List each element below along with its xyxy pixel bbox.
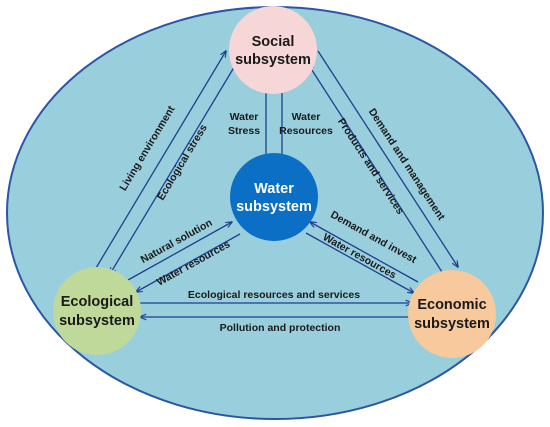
node-ecological-label-line1: Ecological xyxy=(61,294,134,310)
label-ecological-resources-and-services: Ecological resources and services xyxy=(188,289,360,301)
node-water-label-line1: Water xyxy=(254,181,294,197)
arrow-water-to-ecological xyxy=(136,233,241,292)
arrow-ecological-to-water xyxy=(127,222,232,281)
label-pollution-and-protection: Pollution and protection xyxy=(220,322,341,334)
node-ecological-label-line2: subsystem xyxy=(59,313,135,329)
node-economic-circle xyxy=(408,270,496,358)
node-economic-label-line1: Economic xyxy=(417,297,486,313)
node-social-label-line2: subsystem xyxy=(235,52,311,68)
node-economic: Economic subsystem xyxy=(408,270,496,358)
node-water-circle xyxy=(230,153,318,241)
arrow-water-to-economic xyxy=(305,232,414,293)
node-ecological-circle xyxy=(53,267,141,355)
node-social-circle xyxy=(229,6,317,94)
label-water-stress-line2: Stress xyxy=(228,125,260,137)
node-ecological: Ecological subsystem xyxy=(53,267,141,355)
arrow-social-to-ecological xyxy=(110,63,237,274)
node-water-label-line2: subsystem xyxy=(236,199,312,215)
node-water: Water subsystem xyxy=(230,153,318,241)
arrow-economic-to-water xyxy=(310,222,419,283)
node-economic-label-line2: subsystem xyxy=(414,316,490,332)
arrow-social-to-economic xyxy=(317,50,458,267)
node-social: Social subsystem xyxy=(229,6,317,94)
arrow-ecological-to-social xyxy=(95,51,226,269)
label-water-resources-social-line2: Resources xyxy=(279,125,333,137)
label-water-stress-line1: Water xyxy=(230,111,259,123)
arrow-economic-to-social xyxy=(308,64,443,273)
node-social-label-line1: Social xyxy=(252,34,295,50)
label-water-resources-social-line1: Water xyxy=(292,111,321,123)
